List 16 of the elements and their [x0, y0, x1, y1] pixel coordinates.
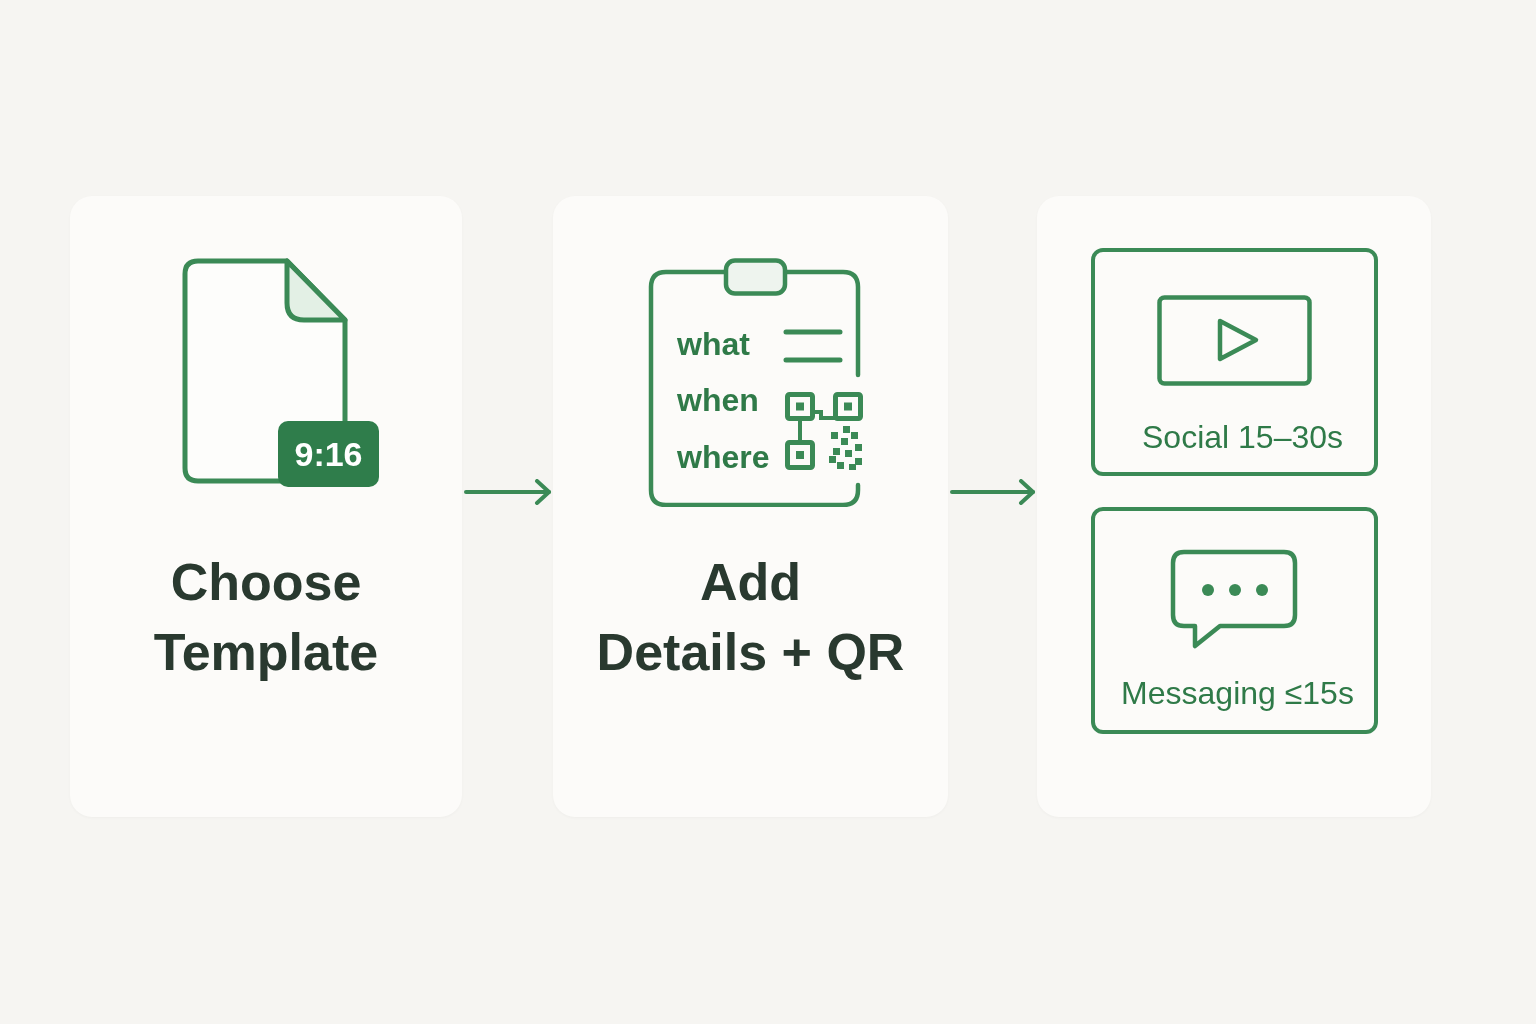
step-card [70, 196, 462, 817]
step-title: Add Details + QR [596, 552, 905, 683]
arrow [950, 479, 1035, 505]
format-label: Social 15–30s [1142, 421, 1343, 453]
format-box [1091, 248, 1378, 476]
step-card [1037, 196, 1431, 817]
format-label: Messaging ≤15s [1121, 677, 1354, 709]
field-label: what [677, 328, 750, 360]
clipboard [648, 258, 862, 507]
step-card [553, 196, 948, 817]
step-title: Choose Template [153, 552, 379, 683]
arrow [464, 479, 551, 505]
field-label: where [677, 441, 770, 473]
field-label: when [677, 384, 759, 416]
ratio-badge: 9:16 [278, 421, 379, 487]
format-box [1091, 507, 1378, 734]
